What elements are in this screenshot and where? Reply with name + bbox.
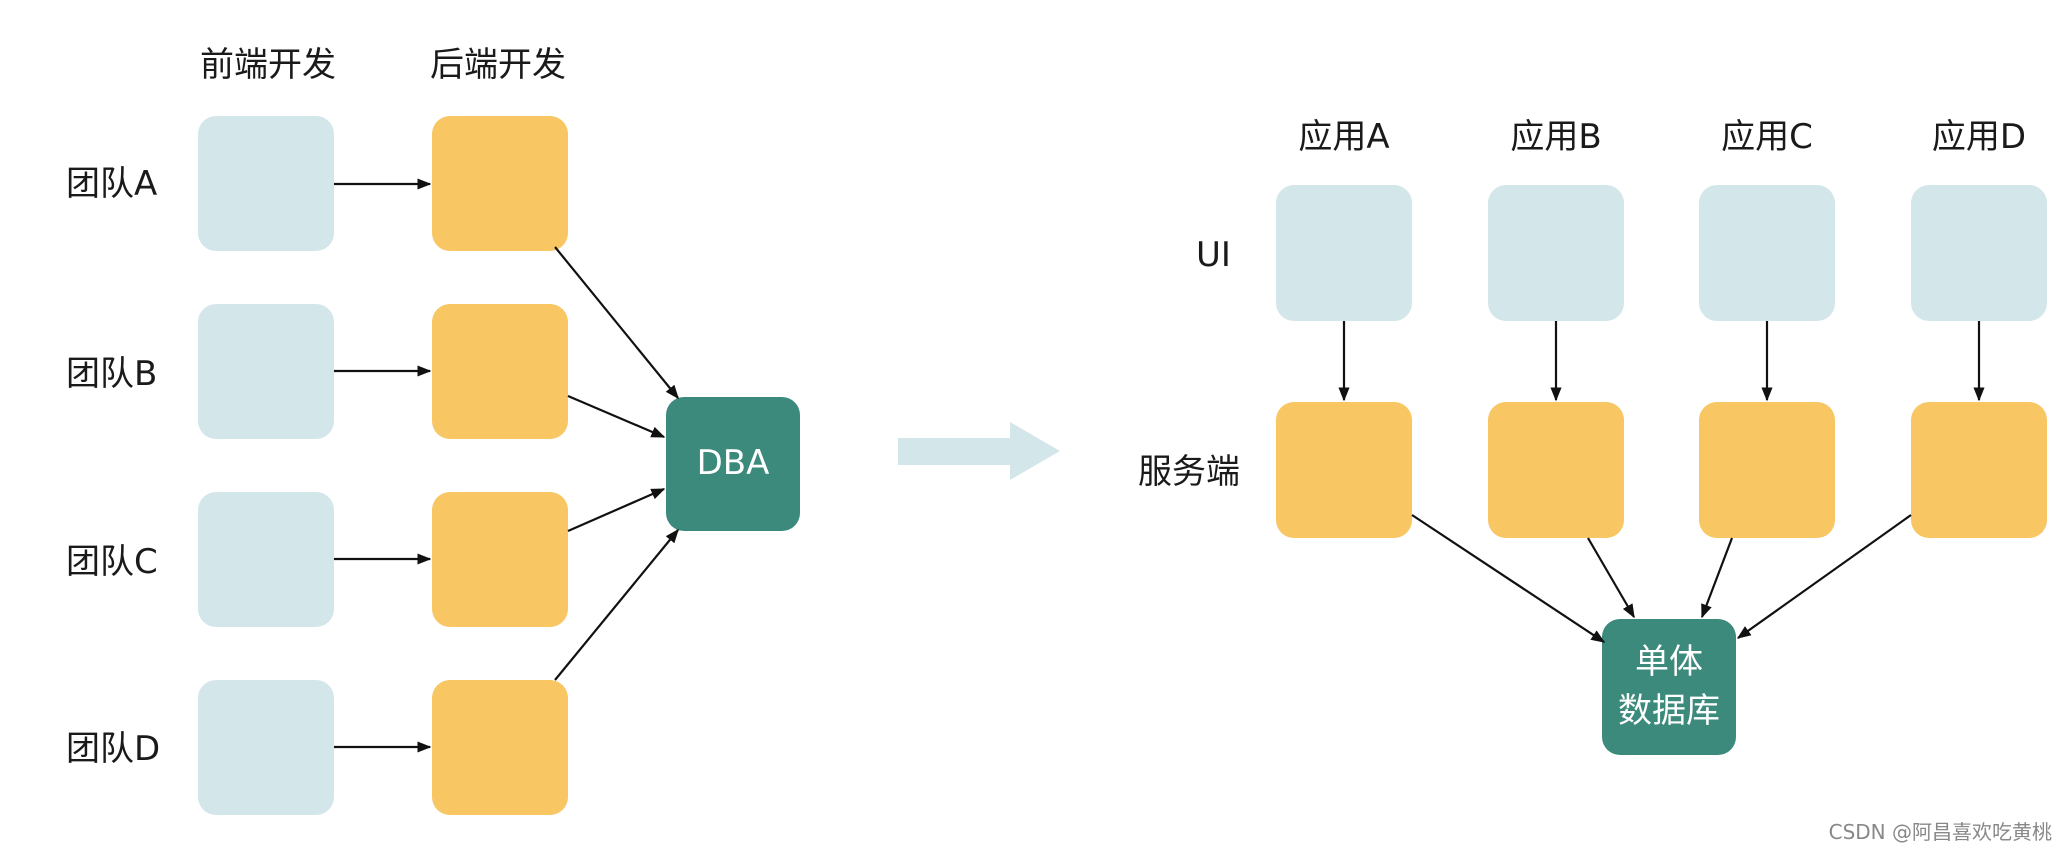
backend-box-d bbox=[432, 680, 568, 815]
header-frontend: 前端开发 bbox=[200, 45, 336, 85]
row-label-ui: UI bbox=[1196, 235, 1231, 275]
frontend-box-b bbox=[198, 304, 334, 439]
team-label-a: 团队A bbox=[66, 164, 158, 204]
ui-box-d bbox=[1911, 185, 2047, 321]
header-backend: 后端开发 bbox=[430, 45, 566, 85]
server-box-b bbox=[1488, 402, 1624, 538]
app-header-c: 应用C bbox=[1721, 117, 1813, 157]
monolith-db-line2: 数据库 bbox=[1618, 691, 1720, 731]
arrow-server-db-c bbox=[1700, 537, 1734, 619]
ui-box-a bbox=[1276, 185, 1412, 321]
backend-box-a bbox=[432, 116, 568, 251]
arrow-back-dba-a bbox=[554, 246, 679, 400]
server-box-c bbox=[1699, 402, 1835, 538]
row-label-server: 服务端 bbox=[1138, 452, 1240, 492]
ui-box-b bbox=[1488, 185, 1624, 321]
app-header-d: 应用D bbox=[1931, 117, 2027, 157]
server-box-a bbox=[1276, 402, 1412, 538]
monolith-db-line1: 单体 bbox=[1635, 641, 1703, 682]
watermark: CSDN @阿昌喜欢吃黄桃 bbox=[1828, 820, 2052, 844]
backend-box-b bbox=[432, 304, 568, 439]
arrow-server-db-b bbox=[1587, 537, 1635, 619]
team-label-c: 团队C bbox=[66, 542, 158, 582]
team-label-d: 团队D bbox=[66, 729, 161, 769]
team-label-b: 团队B bbox=[66, 354, 158, 394]
arrow-back-dba-d bbox=[554, 528, 679, 681]
frontend-box-d bbox=[198, 680, 334, 815]
arrow-back-dba-b bbox=[567, 394, 666, 439]
frontend-box-c bbox=[198, 492, 334, 627]
app-header-b: 应用B bbox=[1510, 117, 1602, 157]
frontend-box-a bbox=[198, 116, 334, 251]
arrow-back-dba-c bbox=[567, 487, 666, 533]
server-box-d bbox=[1911, 402, 2047, 538]
app-header-a: 应用A bbox=[1298, 117, 1390, 157]
backend-box-c bbox=[432, 492, 568, 627]
monolith-db-box: 单体 数据库 bbox=[1602, 619, 1736, 755]
dba-box: DBA bbox=[666, 397, 800, 531]
ui-box-c bbox=[1699, 185, 1835, 321]
